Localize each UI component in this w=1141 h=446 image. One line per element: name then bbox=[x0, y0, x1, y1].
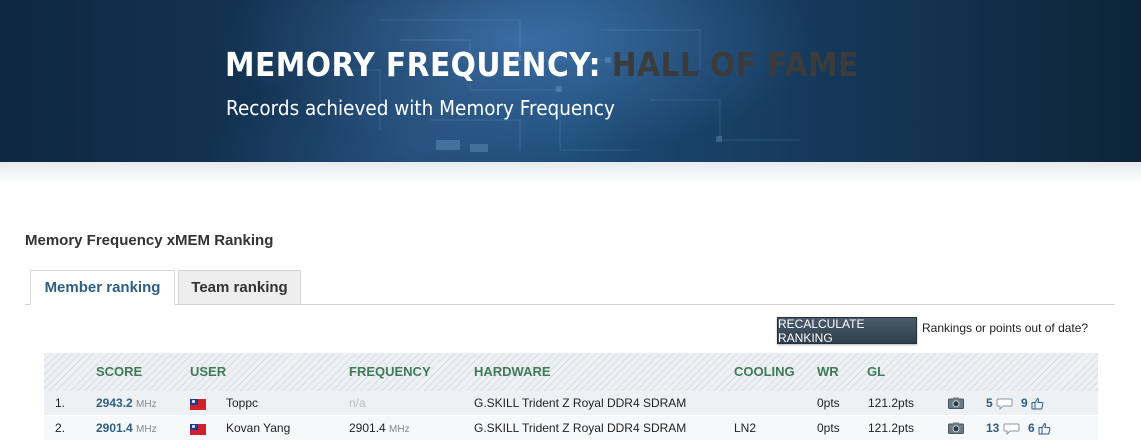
table-row: 1. 2943.2 MHz Toppc n/a G.SKILL Trident … bbox=[44, 391, 1098, 416]
taiwan-flag-icon bbox=[190, 424, 206, 435]
frequency-value: 2901.4 MHz bbox=[349, 421, 410, 435]
camera-icon[interactable] bbox=[948, 397, 964, 409]
column-header-wr[interactable]: WR bbox=[817, 364, 839, 379]
wr-points: 0pts bbox=[817, 421, 840, 435]
score-value: 2901.4 bbox=[96, 421, 133, 435]
likes[interactable]: 9 bbox=[1021, 396, 1044, 410]
page-title-dim: HALL OF FAME bbox=[611, 45, 859, 84]
comments[interactable]: 13 bbox=[986, 421, 1020, 435]
wr-points: 0pts bbox=[817, 396, 840, 410]
page-subtitle: Records achieved with Memory Frequency bbox=[226, 96, 615, 120]
camera-icon[interactable] bbox=[948, 422, 964, 434]
frequency-value: n/a bbox=[349, 396, 366, 410]
column-header-gl[interactable]: GL bbox=[867, 364, 886, 379]
rank: 2. bbox=[55, 421, 66, 435]
column-header-user[interactable]: USER bbox=[190, 364, 227, 379]
like-count[interactable]: 9 bbox=[1021, 396, 1028, 410]
gl-points: 121.2pts bbox=[868, 421, 915, 435]
page-title-main: MEMORY FREQUENCY: bbox=[225, 45, 612, 84]
frequency-number: 2901.4 bbox=[349, 421, 386, 435]
tab-member-ranking[interactable]: Member ranking bbox=[30, 270, 175, 305]
rank: 1. bbox=[55, 396, 66, 410]
gl-points: 121.2pts bbox=[868, 396, 915, 410]
banner-shadow bbox=[0, 162, 1141, 184]
tab-team-ranking[interactable]: Team ranking bbox=[178, 270, 301, 305]
likes[interactable]: 6 bbox=[1028, 421, 1051, 435]
recalculate-ranking-button[interactable]: RECALCULATE RANKING bbox=[777, 317, 917, 345]
column-header-hardware[interactable]: HARDWARE bbox=[474, 364, 551, 379]
recalculate-note: Rankings or points out of date? bbox=[922, 321, 1089, 335]
frequency-unit: MHz bbox=[389, 424, 410, 435]
score-link[interactable]: 2901.4 MHz bbox=[96, 421, 157, 435]
ranking-tabs: Member ranking Team ranking bbox=[25, 270, 1115, 305]
comment-count[interactable]: 5 bbox=[986, 396, 993, 410]
user-link[interactable]: Toppc bbox=[226, 396, 259, 410]
cooling-value: LN2 bbox=[734, 421, 757, 435]
comment-count[interactable]: 13 bbox=[986, 421, 1000, 435]
user-link[interactable]: Kovan Yang bbox=[226, 421, 291, 435]
hardware-link[interactable]: G.SKILL Trident Z Royal DDR4 SDRAM bbox=[474, 396, 687, 410]
hardware-link[interactable]: G.SKILL Trident Z Royal DDR4 SDRAM bbox=[474, 421, 687, 435]
circuit-pattern-decoration bbox=[300, 19, 800, 152]
comment-bubble-icon bbox=[1003, 423, 1020, 435]
table-row: 2. 2901.4 MHz Kovan Yang 2901.4 MHz G.SK… bbox=[44, 416, 1098, 441]
ranking-table: SCORE USER FREQUENCY HARDWARE COOLING WR… bbox=[44, 353, 1098, 441]
column-header-frequency[interactable]: FREQUENCY bbox=[349, 364, 431, 379]
score-unit: MHz bbox=[136, 424, 157, 435]
column-header-score[interactable]: SCORE bbox=[96, 364, 143, 379]
thumbs-up-icon bbox=[1031, 398, 1044, 410]
score-unit: MHz bbox=[136, 399, 157, 410]
comment-bubble-icon bbox=[996, 398, 1013, 410]
comments[interactable]: 5 bbox=[986, 396, 1013, 410]
like-count[interactable]: 6 bbox=[1028, 421, 1035, 435]
score-link[interactable]: 2943.2 MHz bbox=[96, 396, 157, 410]
table-header: SCORE USER FREQUENCY HARDWARE COOLING WR… bbox=[44, 353, 1098, 391]
thumbs-up-icon bbox=[1038, 423, 1051, 435]
page-title: MEMORY FREQUENCY: HALL OF FAME bbox=[225, 45, 859, 87]
hero-banner: MEMORY FREQUENCY: HALL OF FAME Records a… bbox=[0, 0, 1141, 162]
column-header-cooling[interactable]: COOLING bbox=[734, 364, 795, 379]
score-value: 2943.2 bbox=[96, 396, 133, 410]
ranking-section-title: Memory Frequency xMEM Ranking bbox=[25, 232, 274, 249]
taiwan-flag-icon bbox=[190, 399, 206, 410]
